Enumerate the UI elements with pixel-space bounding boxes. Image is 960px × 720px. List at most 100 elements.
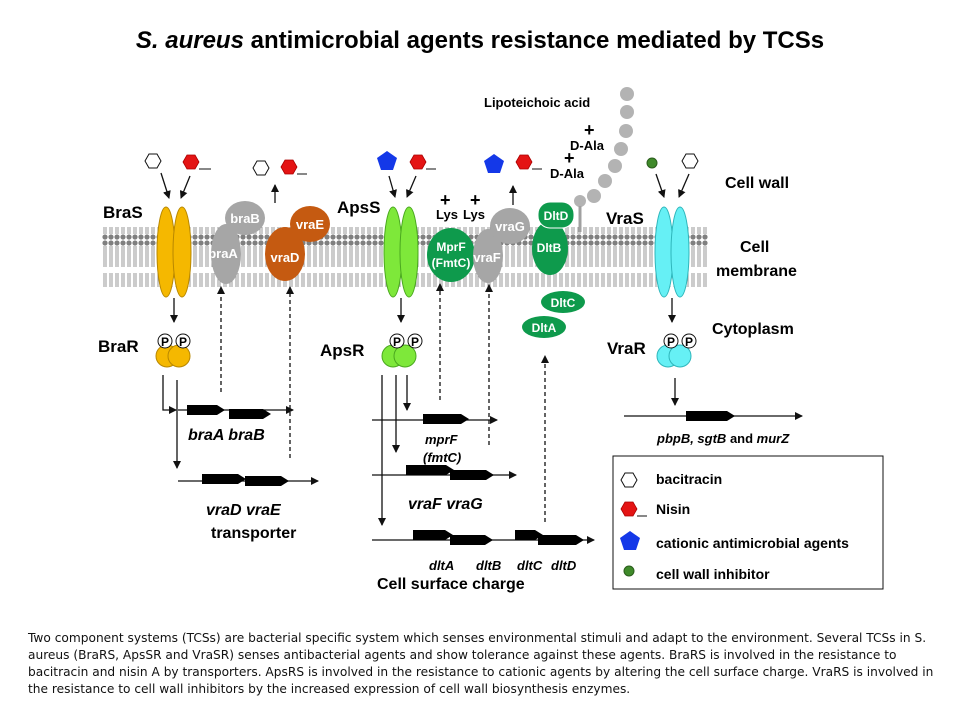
- svg-text:P: P: [411, 335, 419, 349]
- lta-dala-2: D-Ala: [550, 166, 585, 181]
- brar-activation-arrow: [162, 375, 177, 414]
- svg-text:DltB: DltB: [537, 241, 562, 255]
- cell-membrane-label: Cell: [740, 239, 769, 256]
- legend: bacitracin Nisin cationic antimicrobial …: [612, 455, 884, 590]
- svg-text:vraE: vraE: [296, 217, 325, 232]
- cell-wall-inhibitor-icon: [646, 157, 658, 169]
- vraE-gene: [245, 476, 289, 486]
- dltC-gene-label: dltC: [517, 558, 543, 573]
- cationic-agent-icon: [484, 154, 504, 173]
- bacitracin-icon: [144, 153, 162, 169]
- braB-gene: [229, 409, 271, 419]
- lta-bead: [608, 159, 622, 173]
- dltA-gene-label: dltA: [429, 558, 454, 573]
- braAB-gene-label: braA braB: [188, 427, 265, 444]
- apss-input-arrow: [388, 175, 397, 198]
- lys-plus: +: [470, 190, 481, 210]
- legend-label-nisin: Nisin: [656, 501, 690, 517]
- bras-sensor-left: [156, 206, 176, 298]
- bacitracin-icon: [252, 160, 270, 176]
- dltB-gene: [450, 535, 493, 545]
- vras-label: VraS: [606, 209, 644, 228]
- lys-label: Lys: [463, 207, 485, 222]
- svg-text:DltC: DltC: [551, 296, 576, 310]
- mprF-gene-label: mprF: [425, 432, 459, 447]
- transporter-label: transporter: [211, 525, 296, 542]
- lta-bead: [587, 189, 601, 203]
- vras-input-arrow: [655, 173, 666, 198]
- bras-input-arrow: [160, 172, 171, 199]
- phospho-badge: [389, 333, 405, 349]
- lta-bead: [620, 87, 634, 101]
- dltC-gene: [515, 530, 543, 540]
- vraF-protein: [473, 229, 503, 283]
- figure-caption: Two component systems (TCSs) are bacteri…: [28, 631, 934, 696]
- lta-plus-2: +: [564, 148, 575, 168]
- dltB-gene-label: dltB: [476, 558, 501, 573]
- legend-label-inhibitor: cell wall inhibitor: [656, 566, 770, 582]
- nisin-icon: [280, 159, 298, 175]
- vras-sensor-left: [654, 206, 674, 298]
- phospho-badge: [663, 333, 679, 349]
- cationic-agent-icon: [377, 151, 397, 170]
- bras-input-arrow: [179, 175, 191, 199]
- nisin-icon: [182, 154, 200, 170]
- pbp-gene-label: pbpB, sgtB and murZ: [656, 431, 790, 446]
- nisin-icon: [515, 154, 533, 170]
- vras-sensor-right: [670, 206, 690, 298]
- legend-label-bacitracin: bacitracin: [656, 471, 722, 487]
- braA-protein: [211, 224, 241, 284]
- vraF-gene: [406, 465, 454, 475]
- lys-plus: +: [440, 190, 451, 210]
- dltD-protein: [537, 201, 575, 229]
- svg-text:(FmtC): (FmtC): [432, 256, 471, 270]
- lta-bead: [574, 195, 586, 207]
- vraG-gene: [450, 470, 494, 480]
- dltD-gene: [538, 535, 584, 545]
- vraDE-gene-label: vraD vraE: [206, 502, 282, 519]
- nisin-icon: [409, 154, 427, 170]
- mprF-gene: [423, 414, 469, 424]
- lta-bead: [620, 105, 634, 119]
- cytoplasm-label: Cytoplasm: [712, 321, 794, 338]
- braB-protein: [225, 201, 265, 235]
- lipoteichoic-acid: [574, 87, 634, 232]
- bacitracin-icon: [620, 472, 638, 488]
- lta-plus-1: +: [584, 120, 595, 140]
- lipoteichoic-acid-label: Lipoteichoic acid: [484, 95, 590, 110]
- vrar-regulator: [668, 344, 692, 368]
- svg-text:braA: braA: [208, 246, 238, 261]
- svg-text:P: P: [179, 335, 187, 349]
- lta-bead: [619, 124, 633, 138]
- apss-input-arrow: [406, 175, 417, 198]
- vrar-label: VraR: [607, 339, 646, 358]
- svg-text:P: P: [685, 335, 693, 349]
- phospho-badge: [407, 333, 423, 349]
- svg-text:P: P: [161, 335, 169, 349]
- cationic-agent-icon: [620, 531, 640, 550]
- svg-text:DltA: DltA: [532, 321, 557, 335]
- apss-sensor-right: [399, 206, 419, 298]
- phospho-badge: [681, 333, 697, 349]
- fmtC-gene-label: (fmtC): [423, 450, 461, 465]
- legend-label-cationic: cationic antimicrobial agents: [656, 535, 849, 551]
- apss-sensor-left: [383, 206, 403, 298]
- bacitracin-icon: [681, 153, 699, 169]
- dltA-gene: [413, 530, 453, 540]
- vraD-protein: [265, 227, 305, 281]
- phospho-badge: [175, 333, 191, 349]
- vras-input-arrow: [678, 173, 690, 198]
- apss-label: ApsS: [337, 198, 380, 217]
- legend-box: [612, 455, 884, 590]
- phospho-badge: [157, 333, 173, 349]
- cell-membrane-label-2: membrane: [716, 263, 797, 280]
- vraG-protein: [490, 208, 530, 244]
- svg-text:vraG: vraG: [495, 219, 525, 234]
- page-title: S. aureus antimicrobial agents resistanc…: [136, 27, 824, 54]
- apsr-label: ApsR: [320, 341, 364, 360]
- vraFG-gene-label: vraF vraG: [408, 496, 483, 513]
- brar-label: BraR: [98, 337, 139, 356]
- vraD-gene: [202, 474, 246, 484]
- cell-wall-label: Cell wall: [725, 175, 789, 192]
